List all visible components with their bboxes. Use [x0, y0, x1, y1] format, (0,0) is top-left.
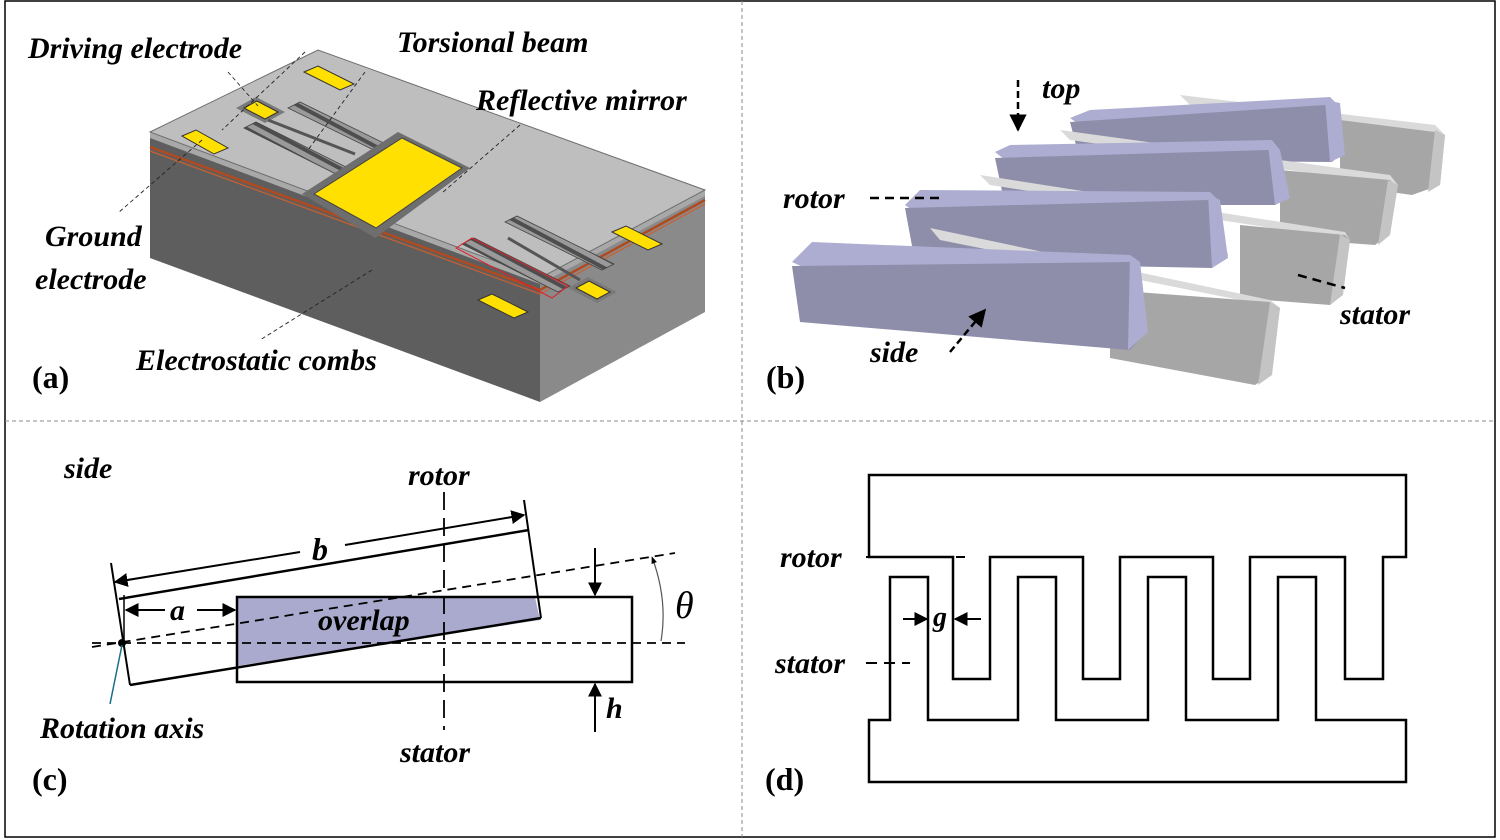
rotor-right-edge	[523, 499, 542, 619]
label-rotor-d: rotor	[780, 541, 842, 574]
driving-electrode-pad-2	[574, 280, 612, 300]
label-top: top	[1042, 72, 1080, 105]
label-ground-electrode-line2: electrode	[35, 263, 147, 296]
label-side: side	[869, 336, 918, 369]
panel-c: b a θ h overlap side rotor stator Rotati…	[32, 452, 694, 797]
comb-lower-right	[461, 237, 571, 293]
label-h: h	[606, 692, 623, 725]
chip-right-face	[540, 190, 705, 402]
label-side-c: side	[63, 452, 112, 485]
dim-b-left	[113, 551, 301, 587]
panel-tag-d: (d)	[765, 761, 804, 797]
label-b: b	[312, 531, 328, 567]
chip-left-face	[150, 132, 540, 402]
label-rotation-axis: Rotation axis	[39, 712, 204, 745]
reflective-mirror	[313, 137, 463, 229]
frame	[4, 0, 1496, 838]
overlap-region	[237, 597, 540, 666]
rotor-comb-outline	[867, 473, 1408, 681]
label-theta: θ	[675, 585, 694, 627]
rotation-axis-point	[118, 639, 126, 647]
ground-electrode-pad	[180, 129, 230, 155]
label-rotor: rotor	[783, 182, 845, 215]
label-g: g	[932, 602, 947, 633]
panel-d: g rotor stator (d)	[765, 473, 1408, 797]
top-pad	[302, 65, 356, 91]
rotor-finger	[792, 242, 1148, 350]
copper-layer-2	[149, 150, 706, 295]
rotor-bottom-edge	[129, 616, 542, 687]
panel-a: Driving electrode Torsional beam Reflect…	[27, 26, 707, 402]
right-pad	[610, 225, 664, 251]
copper-layer	[149, 145, 706, 292]
side-arrow	[949, 308, 987, 353]
driving-electrode-pad	[242, 100, 280, 120]
stator-comb-outline	[867, 575, 1408, 784]
torsional-beam-right	[507, 236, 581, 282]
label-stator: stator	[1339, 298, 1410, 331]
panel-tag-a: (a)	[32, 359, 69, 395]
label-electrostatic-combs: Electrostatic combs	[135, 344, 377, 377]
label-ground-electrode-line1: Ground	[45, 220, 143, 253]
comb-highlight-box	[454, 237, 569, 299]
label-torsional-beam: Torsional beam	[397, 26, 588, 59]
panel-b: top rotor stator side (b)	[766, 72, 1445, 395]
label-driving-electrode: Driving electrode	[27, 32, 242, 65]
torsional-beam-left	[267, 118, 356, 156]
stator-leader	[1297, 273, 1346, 290]
comb-upper-right	[504, 215, 615, 271]
mems-chip	[148, 49, 707, 402]
bottom-pad	[476, 293, 530, 319]
stator-rect	[235, 595, 634, 684]
rotation-axis-pointer	[109, 644, 123, 705]
label-overlap: overlap	[318, 604, 410, 637]
tilted-axis	[91, 552, 676, 648]
leader-lines-a	[117, 51, 521, 341]
panel-tag-c: (c)	[32, 761, 68, 797]
label-rotor-c: rotor	[408, 459, 470, 492]
label-reflective-mirror: Reflective mirror	[475, 84, 687, 117]
dim-b-right	[344, 510, 526, 546]
rotor-top-edge	[118, 528, 530, 601]
theta-arc	[651, 556, 664, 642]
panel-tag-b: (b)	[766, 359, 805, 395]
label-stator-d: stator	[774, 647, 845, 680]
label-a: a	[170, 594, 185, 627]
label-stator-c: stator	[399, 736, 470, 769]
